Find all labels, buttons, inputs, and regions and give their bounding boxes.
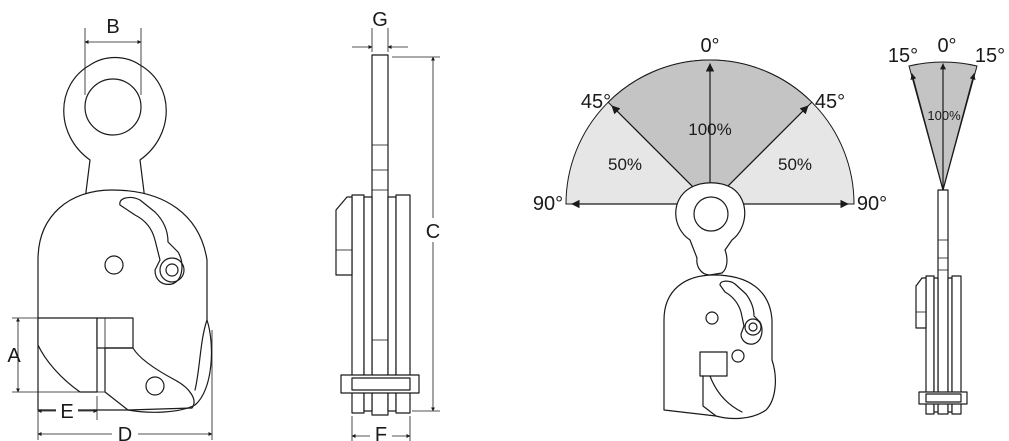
front-lever-pivot: [159, 257, 185, 283]
angle-label-45-right: 45°: [815, 91, 845, 113]
dim-e-label-bg: [56, 400, 78, 422]
side-view-dimensions: G C F: [351, 9, 446, 441]
dim-label-a: A: [7, 345, 21, 367]
dim-d-label-bg: [112, 423, 138, 441]
dim-label-d: D: [118, 424, 132, 441]
angle-label-45-left: 45°: [581, 91, 611, 113]
front-shackle-hole: [84, 78, 142, 136]
small-side-center-plate: [937, 189, 949, 415]
front-body-inner-arc: [194, 319, 208, 391]
side-arrow-15-left: [910, 73, 944, 191]
front-cam-hole: [145, 376, 165, 396]
small-side-bottom-pin-inner: [925, 393, 962, 403]
side-bottom-pin-inner: [351, 377, 411, 391]
side-lever: [335, 196, 353, 276]
small-front-lever-pivot-inner: [748, 322, 758, 332]
dim-label-e-front: E: [60, 401, 73, 423]
small-front-cam-edge: [709, 375, 743, 413]
small-front-jaw-pad: [699, 351, 728, 377]
small-side-right-plate: [951, 275, 962, 415]
small-front-cam-hole: [731, 349, 745, 363]
side-view-clamp: [335, 54, 420, 416]
angle-label-90-right: 90°: [857, 193, 887, 215]
side-arrow-15-right: [942, 73, 976, 191]
front-lever-pivot-inner: [165, 263, 179, 277]
side-rotation-capacity-diagram: 15° 0° 15° 100%: [888, 35, 1005, 192]
small-front-pin-hole: [705, 311, 719, 325]
small-front-body: [663, 274, 776, 420]
front-jaw: [37, 317, 98, 393]
front-pin-hole: [104, 255, 124, 275]
side-left-spacer: [363, 196, 373, 412]
capacity-label-100: 100%: [688, 120, 731, 139]
front-cam: [104, 347, 195, 411]
dim-label-g: G: [372, 9, 388, 31]
capacity-label-50-left: 50%: [608, 155, 642, 174]
small-front-lever-pivot: [744, 318, 762, 336]
dim-label-b: B: [106, 16, 119, 38]
angle-label-90-left: 90°: [533, 193, 563, 215]
dim-label-f: F: [375, 424, 387, 441]
side-center-plate: [371, 54, 389, 416]
small-side-left-spacer: [933, 277, 939, 413]
capacity-label-50-right: 50%: [778, 155, 812, 174]
side-angle-label-15-left: 15°: [888, 45, 918, 67]
small-side-lever: [915, 277, 927, 329]
dim-f-label-bg: [370, 425, 392, 441]
small-front-lever: [719, 280, 763, 345]
dim-c-label-bg: [422, 218, 446, 242]
side-angle-label-15-right: 15°: [975, 45, 1005, 67]
side-capacity-label-100: 100%: [927, 108, 961, 123]
angle-label-0: 0°: [700, 35, 719, 57]
side-rotation-diagram-clamp: [915, 189, 968, 415]
front-view-clamp: [37, 56, 213, 413]
rotation-diagram-clamp: [663, 182, 776, 420]
front-jaw-pad: [96, 317, 134, 349]
side-angle-label-0: 0°: [937, 35, 956, 57]
dim-label-c: C: [426, 221, 440, 243]
small-front-jaw-edge: [702, 375, 717, 417]
side-right-plate: [395, 194, 411, 414]
front-view-dimensions: B A E D: [7, 16, 213, 441]
front-lever: [119, 196, 183, 285]
small-front-shackle-hole: [693, 196, 729, 232]
